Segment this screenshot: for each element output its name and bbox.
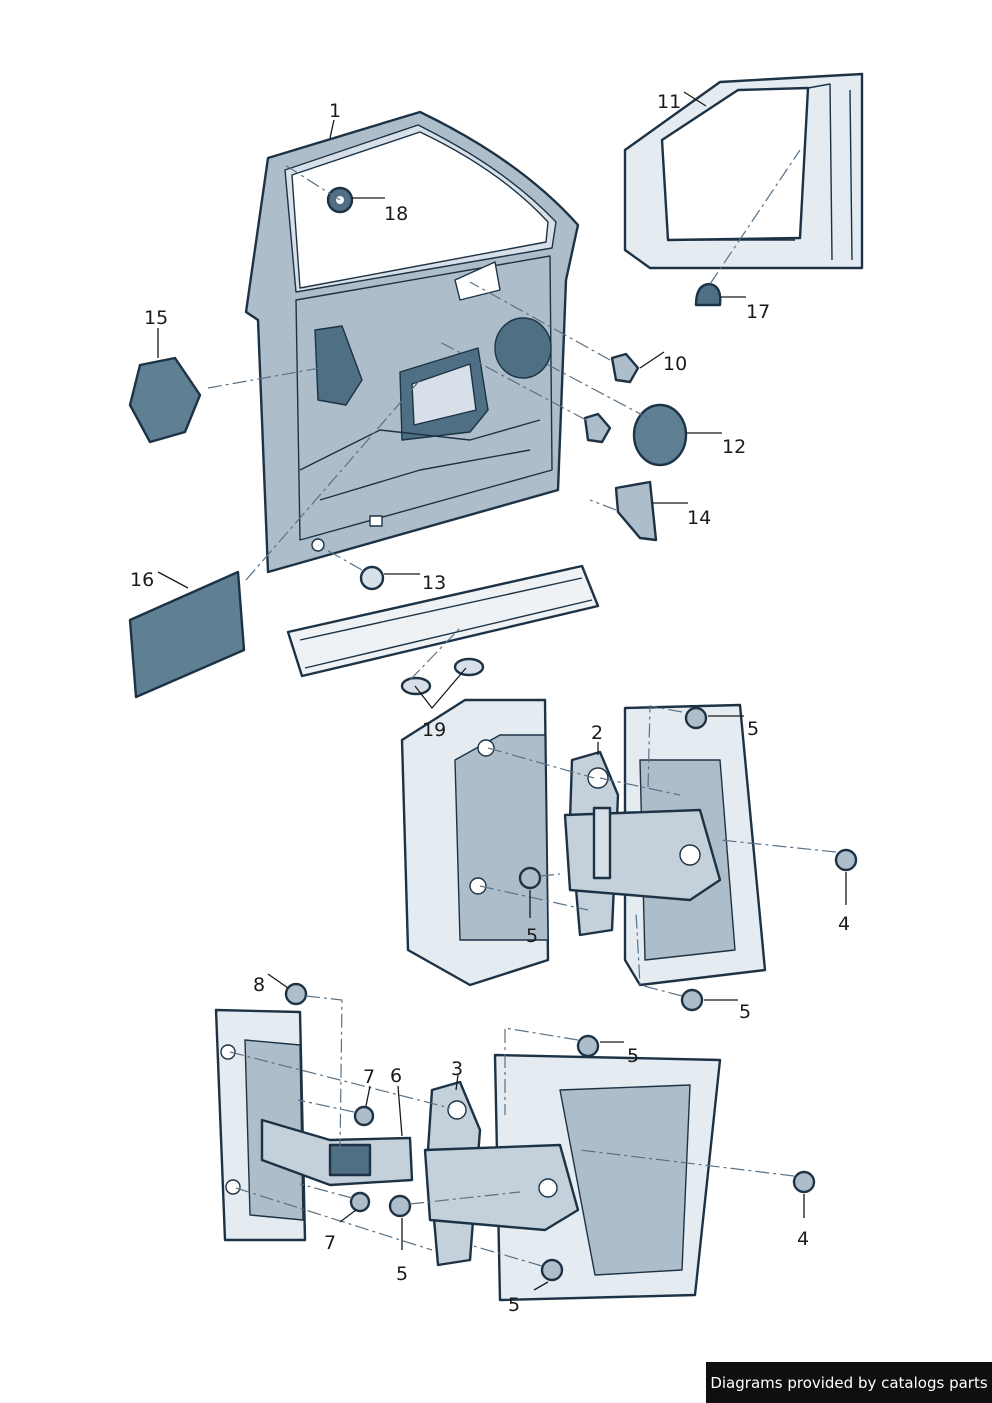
callout-15: 15 bbox=[144, 307, 168, 329]
upper-hinge-assembly bbox=[400, 698, 767, 987]
assembly-lines bbox=[207, 149, 837, 1267]
cover-12 bbox=[632, 403, 688, 467]
callout-10: 10 bbox=[663, 353, 687, 375]
callout-5e: 5 bbox=[396, 1263, 408, 1285]
callout-7b: 7 bbox=[324, 1232, 336, 1254]
lower-hinge-assembly bbox=[214, 1008, 722, 1302]
attribution-text: Diagrams provided by catalogs parts bbox=[710, 1373, 988, 1392]
callout-3: 3 bbox=[451, 1058, 463, 1080]
callout-5c: 5 bbox=[739, 1001, 751, 1023]
plug-17 bbox=[694, 282, 722, 307]
callout-5a: 5 bbox=[747, 718, 759, 740]
cover-15 bbox=[128, 356, 202, 444]
callout-5b: 5 bbox=[526, 925, 538, 947]
callout-1: 1 bbox=[329, 100, 341, 122]
cover-16 bbox=[128, 570, 246, 699]
sill-trim bbox=[286, 564, 600, 678]
callout-18: 18 bbox=[384, 203, 408, 225]
clip-13 bbox=[359, 565, 385, 591]
callout-8: 8 bbox=[253, 974, 265, 996]
callout-19: 19 bbox=[422, 719, 446, 741]
attribution-footer: Diagrams provided by catalogs parts bbox=[706, 1362, 992, 1403]
callout-5f: 5 bbox=[508, 1294, 520, 1316]
callout-labels: 1 18 15 16 13 10 12 14 17 11 19 2 5 4 5 … bbox=[130, 91, 850, 1316]
callout-12: 12 bbox=[722, 436, 746, 458]
callout-16: 16 bbox=[130, 569, 154, 591]
washers-19 bbox=[400, 657, 485, 696]
callout-5d: 5 bbox=[627, 1045, 639, 1067]
body-side-panel bbox=[623, 72, 864, 270]
callout-17: 17 bbox=[746, 301, 770, 323]
callout-11: 11 bbox=[657, 91, 681, 113]
bracket-14 bbox=[614, 480, 658, 542]
callout-4b: 4 bbox=[797, 1228, 809, 1250]
callout-13: 13 bbox=[422, 572, 446, 594]
callout-7a: 7 bbox=[363, 1066, 375, 1088]
callout-14: 14 bbox=[687, 507, 711, 529]
callout-2: 2 bbox=[591, 722, 603, 744]
callout-6: 6 bbox=[390, 1065, 402, 1087]
bolts bbox=[284, 706, 858, 1282]
nuts-10 bbox=[583, 352, 640, 444]
callout-4a: 4 bbox=[838, 913, 850, 935]
door-shell bbox=[244, 110, 580, 574]
leader-lines bbox=[157, 91, 847, 1291]
